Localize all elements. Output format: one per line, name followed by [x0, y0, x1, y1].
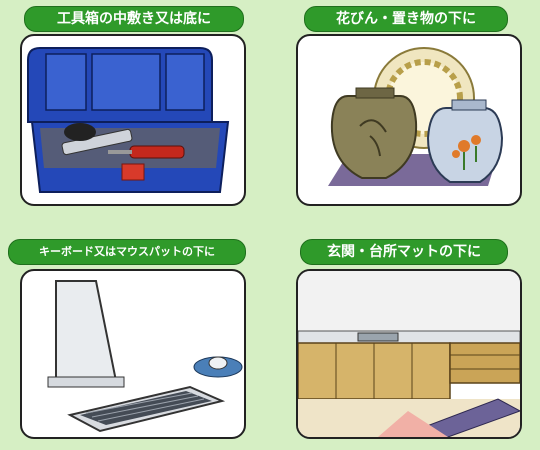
illustration-frame — [20, 269, 246, 439]
vase-icon — [328, 47, 504, 186]
panel-label: 花びん・置き物の下に — [304, 6, 508, 32]
panel-toolbox: 工具箱の中敷き又は底に — [0, 0, 270, 225]
illustration-frame — [296, 34, 522, 206]
panel-label: 玄関・台所マットの下に — [300, 239, 508, 265]
kitchen-mat-icon — [298, 271, 520, 437]
panel-kitchen-mat: 玄関・台所マットの下に — [270, 225, 540, 450]
keyboard-icon — [47, 280, 243, 433]
panel-label: キーボード又はマウスパットの下に — [8, 239, 246, 265]
panel-keyboard: キーボード又はマウスパットの下に — [0, 225, 270, 450]
panel-vase: 花びん・置き物の下に — [270, 0, 540, 225]
illustration-frame — [20, 34, 246, 206]
toolbox-icon — [27, 47, 230, 193]
illustration-frame — [296, 269, 522, 439]
panel-label: 工具箱の中敷き又は底に — [24, 6, 244, 32]
